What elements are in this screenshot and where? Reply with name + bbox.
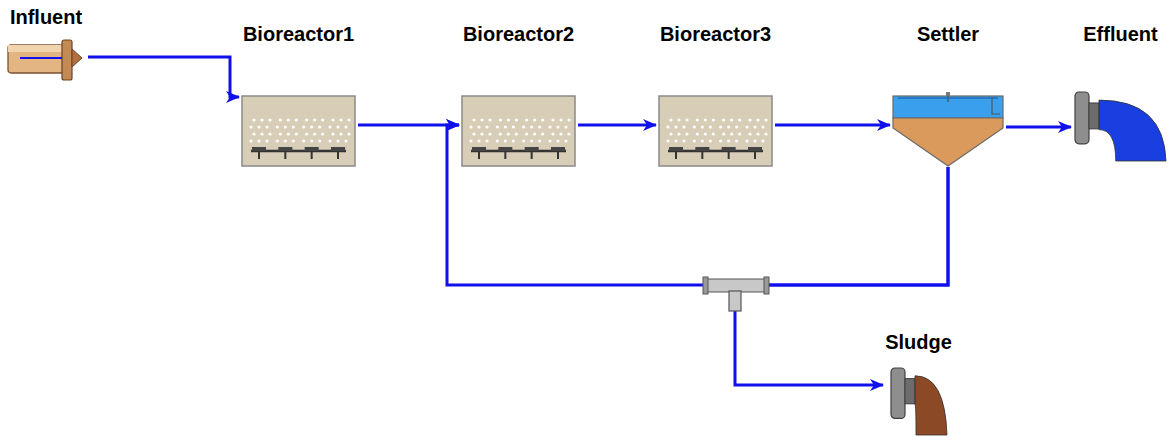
bioreactor-tank: Bioreactor1	[239, 22, 358, 167]
node-label: Sludge	[883, 330, 954, 354]
node-label: Effluent	[1071, 22, 1170, 46]
flow-line	[578, 124, 656, 127]
bioreactor-tank-icon	[658, 95, 773, 167]
influent-inlet: Influent	[4, 5, 88, 99]
bioreactor-tank-icon	[461, 95, 576, 167]
effluent-outlet: Effluent	[1071, 22, 1170, 162]
flow-line	[775, 124, 890, 127]
influent-inlet-icon	[6, 39, 86, 99]
settler-clarifier-icon	[892, 92, 1004, 167]
node-label: Bioreactor1	[239, 22, 358, 46]
sludge-outlet: Sludge	[883, 330, 954, 436]
bioreactor-tank: Bioreactor3	[656, 22, 775, 167]
bioreactor-tank: Bioreactor2	[459, 22, 578, 167]
tee-splitter	[703, 277, 769, 311]
effluent-outlet-icon	[1073, 90, 1168, 162]
sludge-outlet-icon	[889, 366, 949, 436]
settler-clarifier: Settler	[890, 22, 1006, 167]
node-label: Settler	[890, 22, 1006, 46]
node-label: Bioreactor3	[656, 22, 775, 46]
node-label: Bioreactor2	[459, 22, 578, 46]
flow-line	[358, 124, 459, 127]
bioreactor-tank-icon	[241, 95, 356, 167]
flow-line	[1006, 126, 1071, 129]
node-label: Influent	[4, 5, 88, 29]
flow-line	[88, 57, 239, 97]
